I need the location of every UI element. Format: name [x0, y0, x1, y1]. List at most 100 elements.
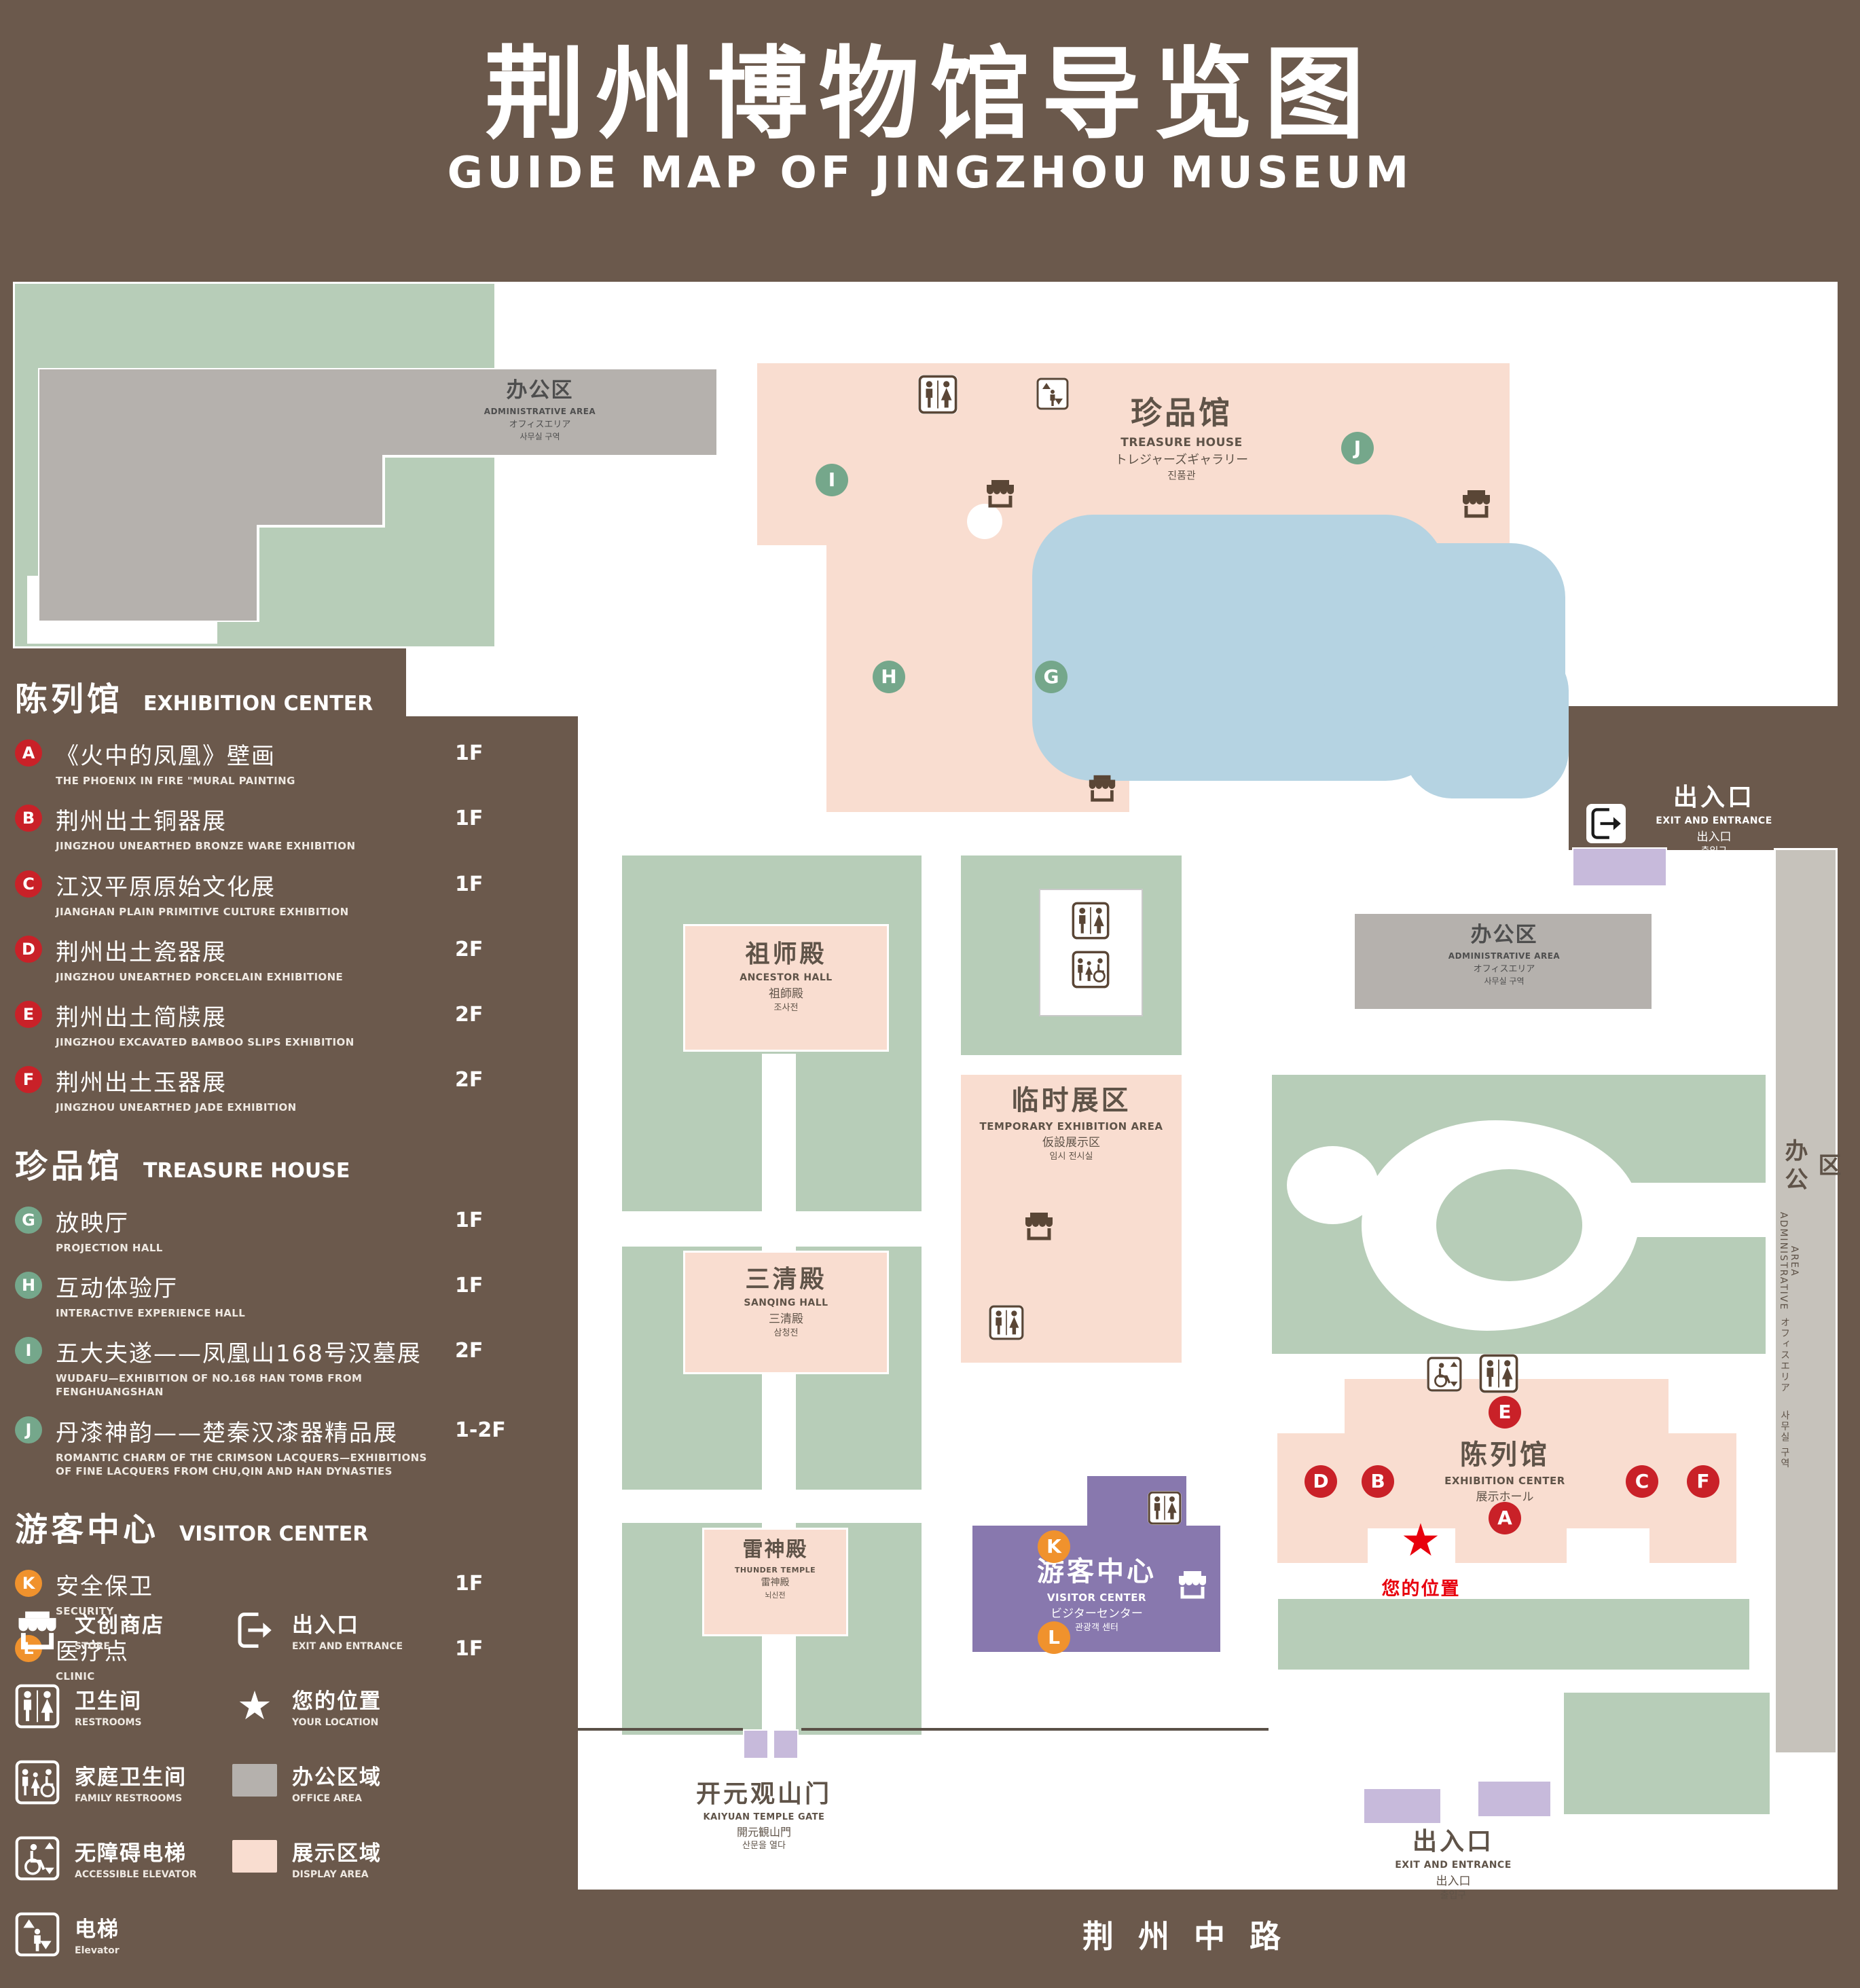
label-ancestor-hall: 祖师殿 ANCESTOR HALL 祖師殿 조사전: [740, 940, 833, 1013]
label-visitor-center: 游客中心 VISITOR CENTER ビジターセンター 관광객 센터: [1037, 1556, 1156, 1633]
gate-marker-southeast-2: [1477, 1780, 1552, 1818]
exit-icon: [232, 1608, 277, 1653]
legend-section-treasure-house: 珍品馆 TREASURE HOUSE: [15, 1139, 517, 1187]
building-ancestor-hall: [683, 924, 889, 1052]
restroom-icon: [15, 1684, 60, 1729]
label-exit-northeast: 出入口 EXIT AND ENTRANCE 出入口 출입구: [1656, 784, 1772, 857]
boundary-wall: [801, 1728, 1269, 1731]
label-exit-south: 出入口 EXIT AND ENTRANCE 出入口 출입구: [1395, 1828, 1512, 1901]
accessible-elevator-icon: [15, 1836, 60, 1881]
marker-f: F: [15, 1066, 42, 1094]
label-road: 荆州中路: [1082, 1918, 1305, 1955]
gate-marker-northeast: [1572, 847, 1667, 887]
floor-badge: 1-2F: [455, 1418, 506, 1442]
store-icon: [15, 1608, 60, 1653]
building-exhibition-center: [1276, 1378, 1738, 1564]
label-admin-middle: 办公区 ADMINISTRATIVE AREA オフィスエリア 사무실 구역: [1448, 923, 1561, 986]
lawn-south-middle: [1276, 1597, 1751, 1672]
restroom-icon: [989, 1305, 1024, 1340]
legend-section-visitor-center: 游客中心 VISITOR CENTER: [15, 1503, 517, 1550]
store-icon: [1087, 773, 1118, 804]
store-icon: [1176, 1568, 1209, 1601]
map-marker-c: C: [1626, 1465, 1658, 1498]
floor-badge: 2F: [455, 1339, 484, 1363]
display-area-swatch: [232, 1840, 277, 1873]
gate-marker-south-1: [743, 1729, 769, 1759]
legend-section-title-zh: 游客中心: [15, 1511, 160, 1549]
building-admin-middle: [1353, 912, 1654, 1011]
map-marker-i: I: [816, 464, 848, 496]
restroom-icon: [1148, 1491, 1182, 1525]
label-sanqing-hall: 三清殿 SANQING HALL 三清殿 삼청전: [744, 1266, 828, 1338]
label-thunder-temple: 雷神殿 THUNDER TEMPLE 雷神殿 뇌신전: [734, 1538, 816, 1600]
floor-badge: 1F: [455, 741, 484, 765]
family-restroom-icon: [15, 1760, 60, 1805]
floor-badge: 2F: [455, 1003, 484, 1027]
office-area-swatch: [232, 1764, 277, 1797]
marker-i: I: [15, 1337, 42, 1364]
label-exhibition-center: 陈列馆 EXHIBITION CENTER 展示ホール 진열관: [1444, 1439, 1565, 1516]
elevator-icon: [15, 1912, 60, 1957]
building-admin-northwest: [38, 368, 718, 622]
label-admin-east: 办公区 ADMINISTRATIVE AREA オフィスエリア 사무실 구역: [1778, 1139, 1841, 1469]
garden-path-west: [1287, 1146, 1379, 1224]
label-admin-northwest: 办公区 ADMINISTRATIVE AREA オフィスエリア 사무실 구역: [484, 378, 596, 441]
your-location-star-icon: ★: [1400, 1514, 1441, 1566]
exit-icon: [1586, 804, 1626, 843]
floor-badge: 1F: [455, 1273, 484, 1297]
lawn-southeast: [1562, 1691, 1772, 1816]
legend-section-title-en: VISITOR CENTER: [179, 1522, 369, 1546]
legend-section-title-zh: 珍品馆: [15, 1147, 124, 1185]
map-marker-e: E: [1489, 1396, 1521, 1429]
family-restroom-icon: [1072, 951, 1110, 989]
map-marker-l: L: [1038, 1621, 1070, 1654]
building-thunder-temple: [702, 1528, 848, 1636]
marker-g: G: [15, 1206, 42, 1234]
building-admin-east: [1774, 848, 1838, 1754]
plaza-circle: [967, 504, 1002, 539]
floor-badge: 1F: [455, 1637, 484, 1661]
floor-badge: 1F: [455, 872, 484, 896]
marker-h: H: [15, 1271, 42, 1299]
map-marker-d: D: [1305, 1465, 1337, 1498]
marker-b: B: [15, 805, 42, 832]
marker-k: K: [15, 1570, 42, 1597]
legend-section-title-en: EXHIBITION CENTER: [143, 692, 373, 716]
map-marker-f: F: [1687, 1465, 1719, 1498]
store-icon: [984, 477, 1017, 510]
legend-section-exhibition-center: 陈列馆 EXHIBITION CENTER: [15, 672, 517, 720]
marker-a: A: [15, 739, 42, 767]
restroom-icon: [1479, 1354, 1518, 1393]
label-your-location: 您的位置: [1381, 1579, 1461, 1600]
map-marker-g: G: [1035, 661, 1068, 693]
axis-path: [762, 1054, 796, 1890]
floor-badge: 1F: [455, 1572, 484, 1596]
map-marker-h: H: [873, 661, 905, 693]
label-temporary-exhibition: 临时展区 TEMPORARY EXHIBITION AREA 仮設展示区 임시 …: [979, 1085, 1163, 1162]
accessible-elevator-icon: [1427, 1357, 1462, 1392]
floor-badge: 2F: [455, 937, 484, 961]
your-location-star-icon: ★: [237, 1682, 272, 1729]
restroom-icon: [1072, 902, 1110, 940]
floor-badge: 2F: [455, 1068, 484, 1092]
map-marker-b: B: [1362, 1465, 1394, 1498]
